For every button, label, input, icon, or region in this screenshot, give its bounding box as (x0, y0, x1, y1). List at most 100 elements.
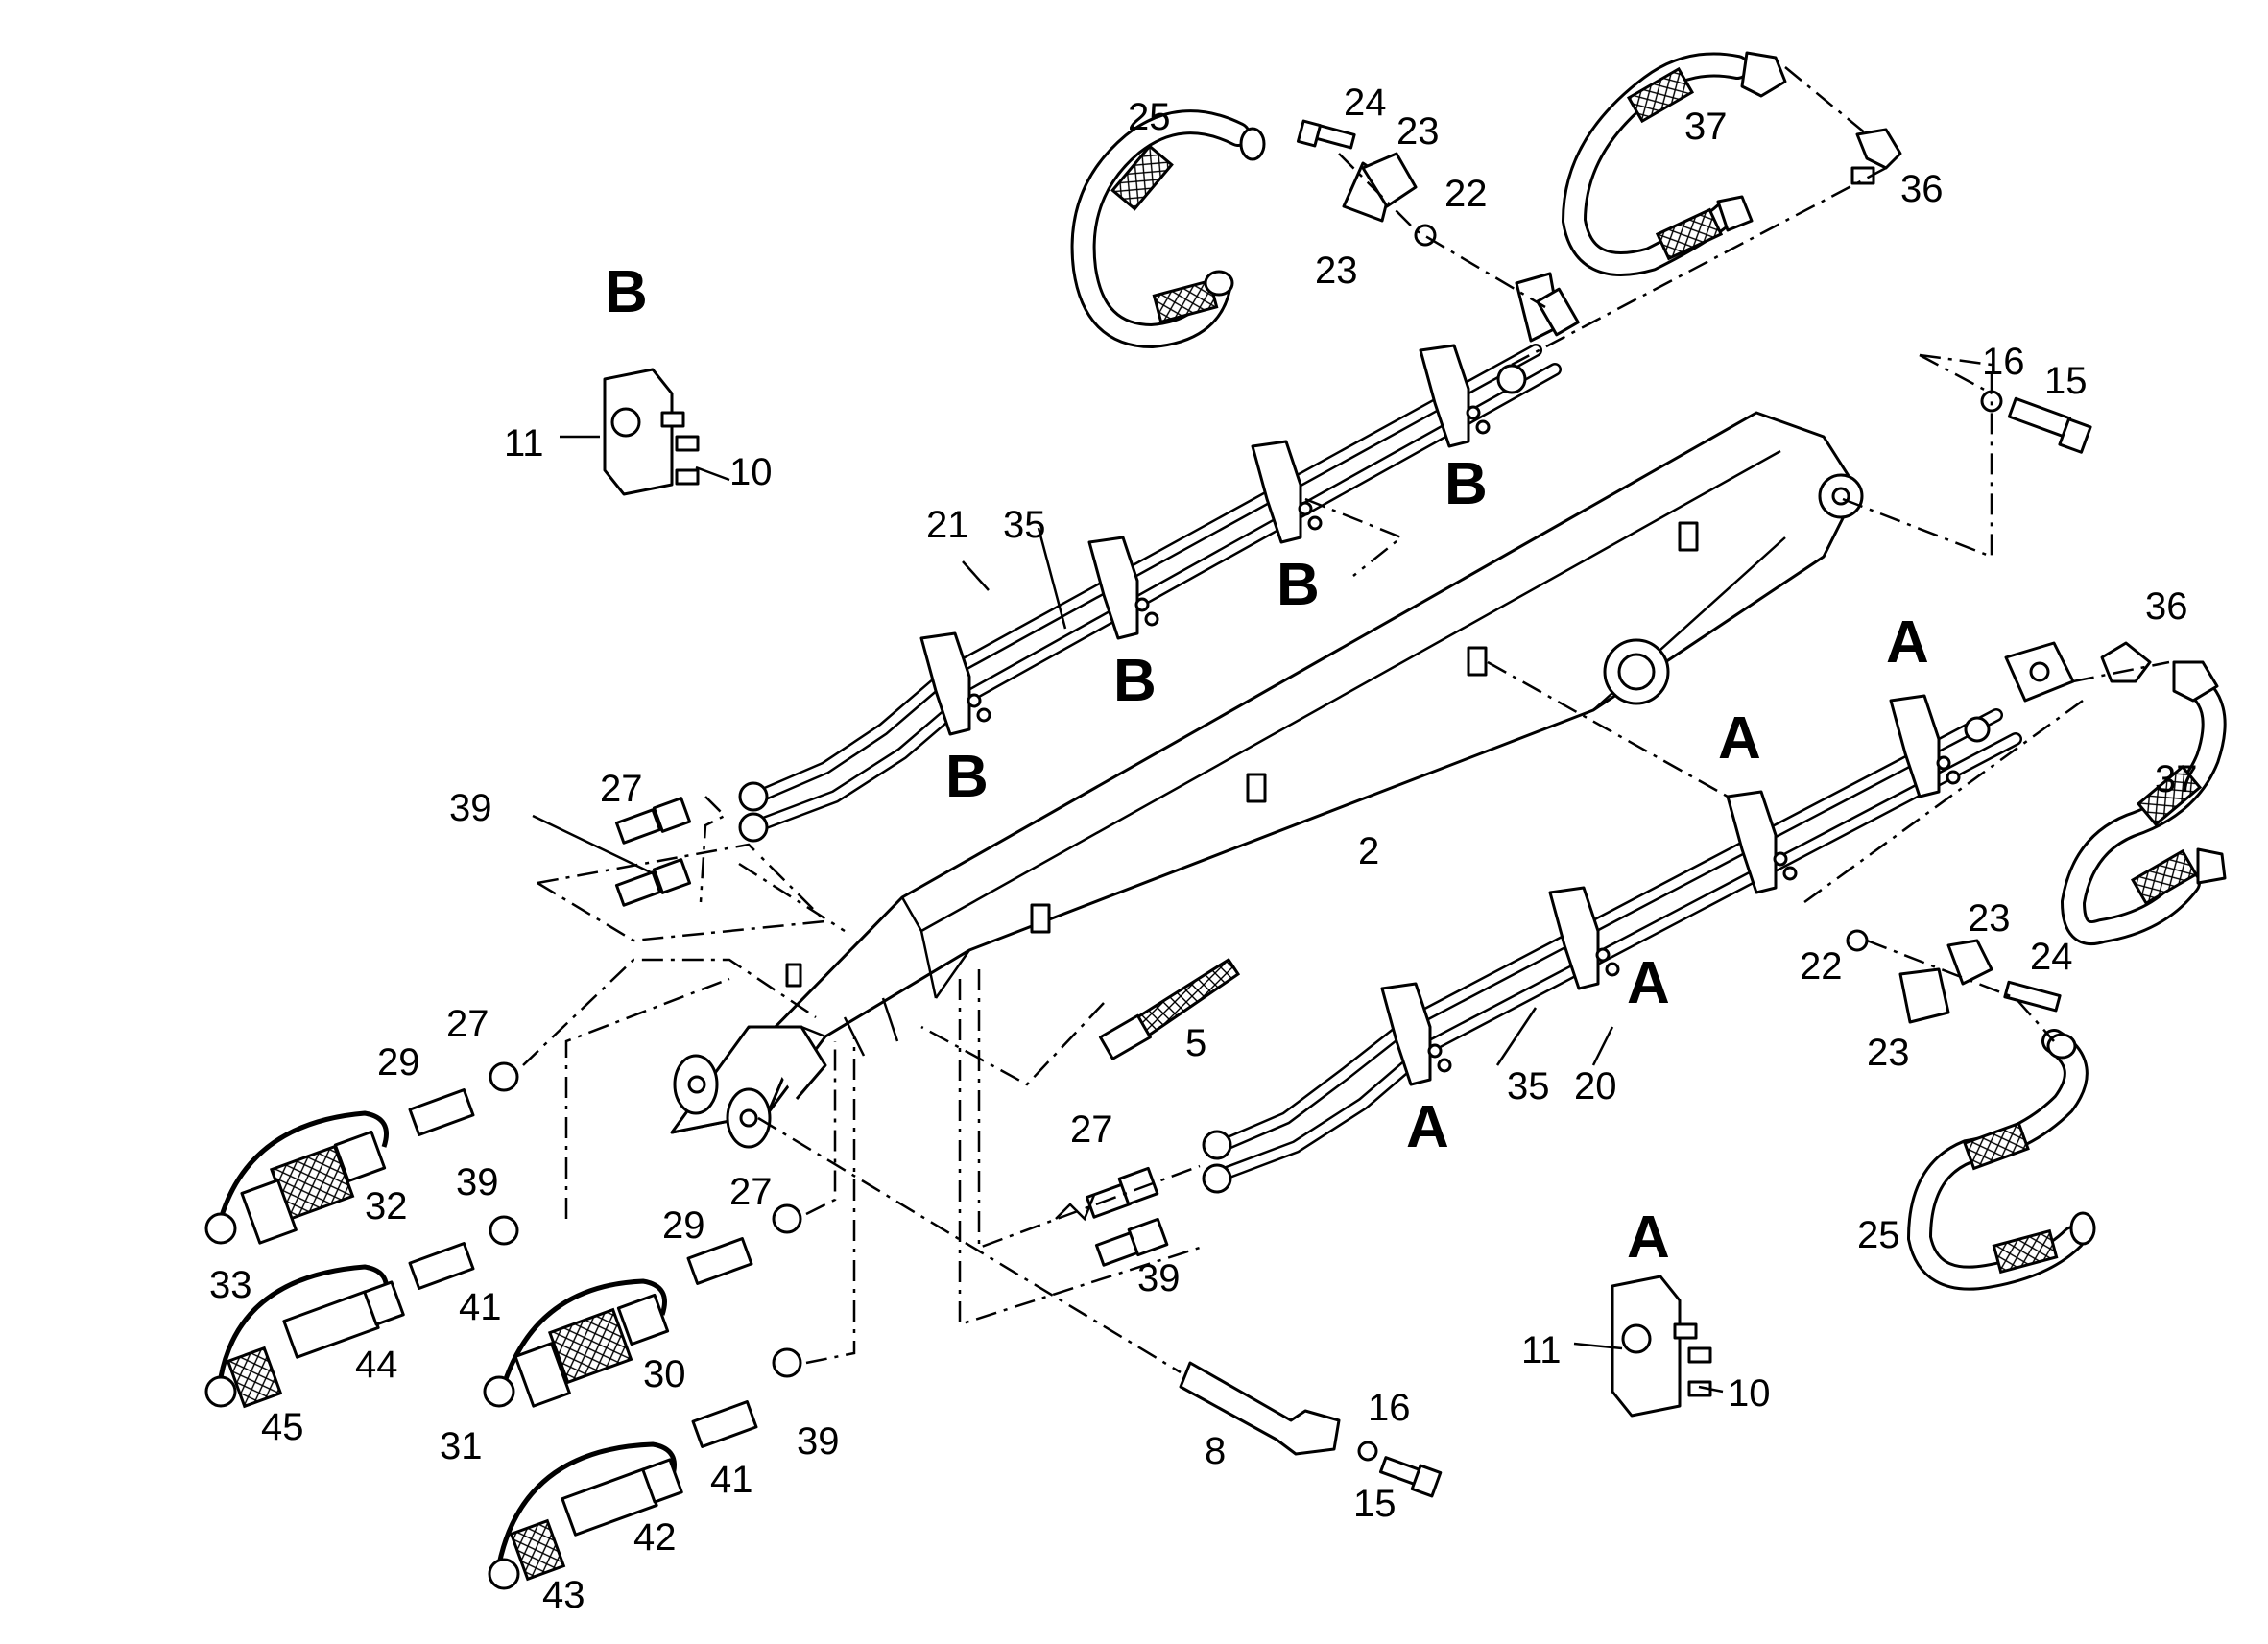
part-number-15: 15 (2044, 360, 2088, 402)
hose-25-top (1070, 109, 1266, 349)
part-number-22: 22 (1444, 173, 1488, 215)
part-number-23: 23 (1968, 897, 2011, 940)
part-number-36: 36 (2145, 585, 2188, 628)
part-number-43: 43 (542, 1574, 585, 1616)
part-number-10: 10 (1728, 1372, 1771, 1415)
part-number-25: 25 (1857, 1214, 1900, 1256)
coupler-44 (204, 1264, 405, 1409)
part-number-41: 41 (710, 1459, 753, 1501)
coupler-32 (204, 1110, 389, 1245)
clamp (1087, 536, 1159, 640)
part-number-27: 27 (600, 768, 643, 810)
section-label-a: A (1627, 1204, 1670, 1271)
part-number-35: 35 (1003, 504, 1046, 546)
fitting-39-upper (614, 858, 692, 907)
section-label-b: B (1113, 648, 1157, 714)
labels: B B B B B A A A A A 2 5 8 10 10 11 11 15… (209, 82, 2198, 1616)
part-number-39: 39 (456, 1161, 499, 1203)
clamp (1251, 440, 1323, 544)
hose-37-right (2060, 660, 2227, 945)
clamp (1889, 694, 1961, 798)
elbow-36-right (2100, 641, 2152, 683)
part-number-15: 15 (1353, 1483, 1397, 1525)
part-number-42: 42 (633, 1516, 677, 1559)
pipe-assembly-a (1202, 641, 2075, 1194)
part-number-2: 2 (1358, 830, 1379, 872)
o-ring-22-top (1414, 224, 1437, 247)
bolt-15-bottom (1357, 1441, 1443, 1498)
bolt-24-top (1296, 119, 1356, 150)
pipe-assembly-b (738, 272, 1580, 843)
part-number-32: 32 (365, 1185, 408, 1227)
elbow-36-top (1850, 128, 1902, 185)
part-number-39: 39 (449, 787, 492, 829)
hose-25-right (1906, 1029, 2096, 1291)
part-number-22: 22 (1800, 945, 1843, 988)
part-number-8: 8 (1205, 1430, 1226, 1472)
part-number-39: 39 (1137, 1257, 1181, 1299)
clamp (1380, 982, 1452, 1086)
clamp-detail-a (1611, 1275, 1712, 1418)
section-label-a: A (1406, 1094, 1449, 1160)
coupler-42 (488, 1441, 683, 1590)
fitting-39-lower (1094, 1217, 1169, 1267)
part-number-23: 23 (1867, 1032, 1910, 1074)
part-number-27: 27 (1070, 1108, 1113, 1151)
part-number-23: 23 (1315, 250, 1358, 292)
boom-arm (670, 411, 1864, 1149)
coupler-30 (483, 1278, 670, 1408)
nipple-29-lower (686, 1237, 753, 1285)
fitting-27-upper (614, 797, 692, 845)
part-number-20: 20 (1574, 1065, 1617, 1108)
part-number-24: 24 (2030, 936, 2073, 978)
clamp-detail-b (603, 368, 700, 496)
part-number-31: 31 (440, 1425, 483, 1467)
half-flange-23-right (1898, 939, 1993, 1024)
part-number-24: 24 (1344, 82, 1387, 124)
part-number-23: 23 (1397, 110, 1440, 153)
part-number-30: 30 (643, 1353, 686, 1395)
fitting-27-lower (1085, 1166, 1159, 1219)
part-number-39: 39 (797, 1420, 840, 1463)
part-number-29: 29 (662, 1204, 705, 1247)
section-label-b: B (945, 744, 989, 810)
part-number-16: 16 (1982, 341, 2025, 383)
nipple-41-upper (408, 1242, 475, 1290)
dash-lines (522, 66, 2170, 1394)
part-number-10: 10 (729, 451, 773, 493)
part-number-37: 37 (2155, 758, 2198, 800)
coupler-group-left (204, 1061, 802, 1590)
hose-37-top (1561, 51, 1787, 276)
clamp (919, 631, 991, 736)
hose-fitting-5 (1098, 957, 1241, 1060)
part-number-27: 27 (446, 1003, 489, 1045)
part-number-27: 27 (729, 1171, 773, 1213)
part-number-29: 29 (377, 1041, 420, 1084)
section-label-a: A (1627, 950, 1670, 1016)
pin-8 (1179, 1361, 1341, 1456)
part-number-21: 21 (926, 504, 969, 546)
clamp (1548, 886, 1620, 990)
clamp (1419, 344, 1491, 448)
section-label-b: B (1277, 552, 1320, 618)
clamp (1726, 790, 1798, 894)
nipple-41-lower (691, 1400, 758, 1448)
bolt-24-right (2003, 980, 2062, 1013)
part-number-16: 16 (1368, 1387, 1411, 1429)
part-number-5: 5 (1185, 1022, 1206, 1064)
section-label-b: B (605, 259, 648, 325)
part-number-41: 41 (459, 1286, 502, 1328)
section-label-a: A (1718, 705, 1761, 772)
part-number-33: 33 (209, 1264, 252, 1306)
part-number-37: 37 (1684, 106, 1728, 148)
part-number-25: 25 (1128, 96, 1171, 138)
bolt-15-top (1980, 390, 2092, 454)
part-number-11: 11 (1521, 1329, 1562, 1371)
o-ring-22-right (1846, 929, 1869, 952)
part-number-11: 11 (504, 422, 544, 465)
section-label-b: B (1444, 451, 1488, 517)
half-flange-23-top (1342, 152, 1418, 223)
nipple-29-upper (408, 1088, 475, 1136)
part-number-45: 45 (261, 1406, 304, 1448)
